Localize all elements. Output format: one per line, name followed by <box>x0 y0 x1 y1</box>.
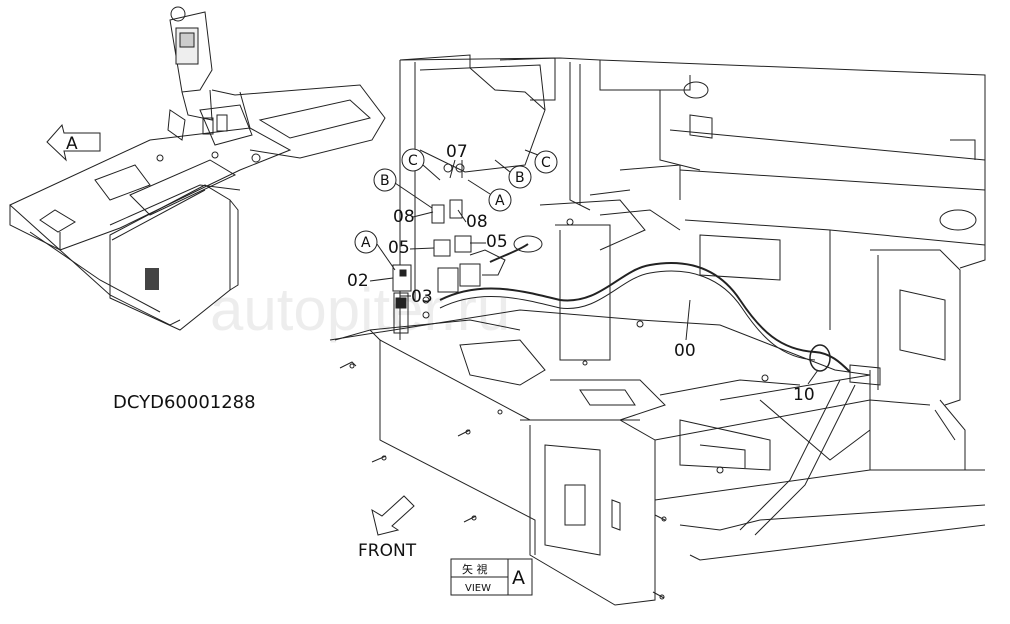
wire-harness <box>439 235 851 373</box>
front-label: FRONT <box>358 541 417 561</box>
part-03-label: 03 <box>411 287 433 307</box>
part-08-left-label: 08 <box>393 207 415 227</box>
main-frame-assembly <box>329 54 986 606</box>
callout-a-left-label: A <box>361 235 371 251</box>
callout-c-left: C <box>401 148 441 181</box>
watermark-text: autopiter.ru <box>210 276 510 343</box>
callout-c-right: C <box>524 149 558 174</box>
callout-b-left-label: B <box>380 173 390 189</box>
drawing-code: DCYD60001288 <box>113 392 256 413</box>
callout-a-left: A <box>354 230 396 271</box>
view-a-note: 矢 視 VIEW A <box>450 558 533 596</box>
part-10-label: 10 <box>793 385 815 405</box>
callout-b-left: B <box>373 168 433 209</box>
part-05-right-label: 05 <box>486 232 508 252</box>
watermark: autopiter.ru <box>210 276 510 343</box>
callout-b-right-label: B <box>515 170 525 186</box>
callout-a-mid: A <box>467 179 512 212</box>
part-00-label: 00 <box>674 341 696 361</box>
callout-b-right: B <box>494 159 532 189</box>
callout-a-mid-label: A <box>495 193 505 209</box>
front-arrow: FRONT <box>358 495 417 561</box>
part-02-label: 02 <box>347 271 369 291</box>
part-07-label: 07 <box>446 142 468 162</box>
view-arrow-a: A <box>46 123 101 162</box>
callout-c-right-label: C <box>541 155 551 171</box>
fastener-bolts <box>339 218 769 600</box>
part-05-left-label: 05 <box>388 238 410 258</box>
view-note-ja: 矢 視 <box>462 562 488 576</box>
view-note-en: VIEW <box>465 583 491 594</box>
part-number-labels: 07 08 08 05 05 02 03 00 10 <box>347 142 819 405</box>
view-arrow-letter: A <box>66 134 78 154</box>
inset-console-assembly <box>9 6 386 331</box>
callout-circles: A B C B C A <box>354 148 558 271</box>
callout-c-left-label: C <box>408 153 418 169</box>
view-note-letter: A <box>512 567 525 589</box>
part-08-right-label: 08 <box>466 212 488 232</box>
